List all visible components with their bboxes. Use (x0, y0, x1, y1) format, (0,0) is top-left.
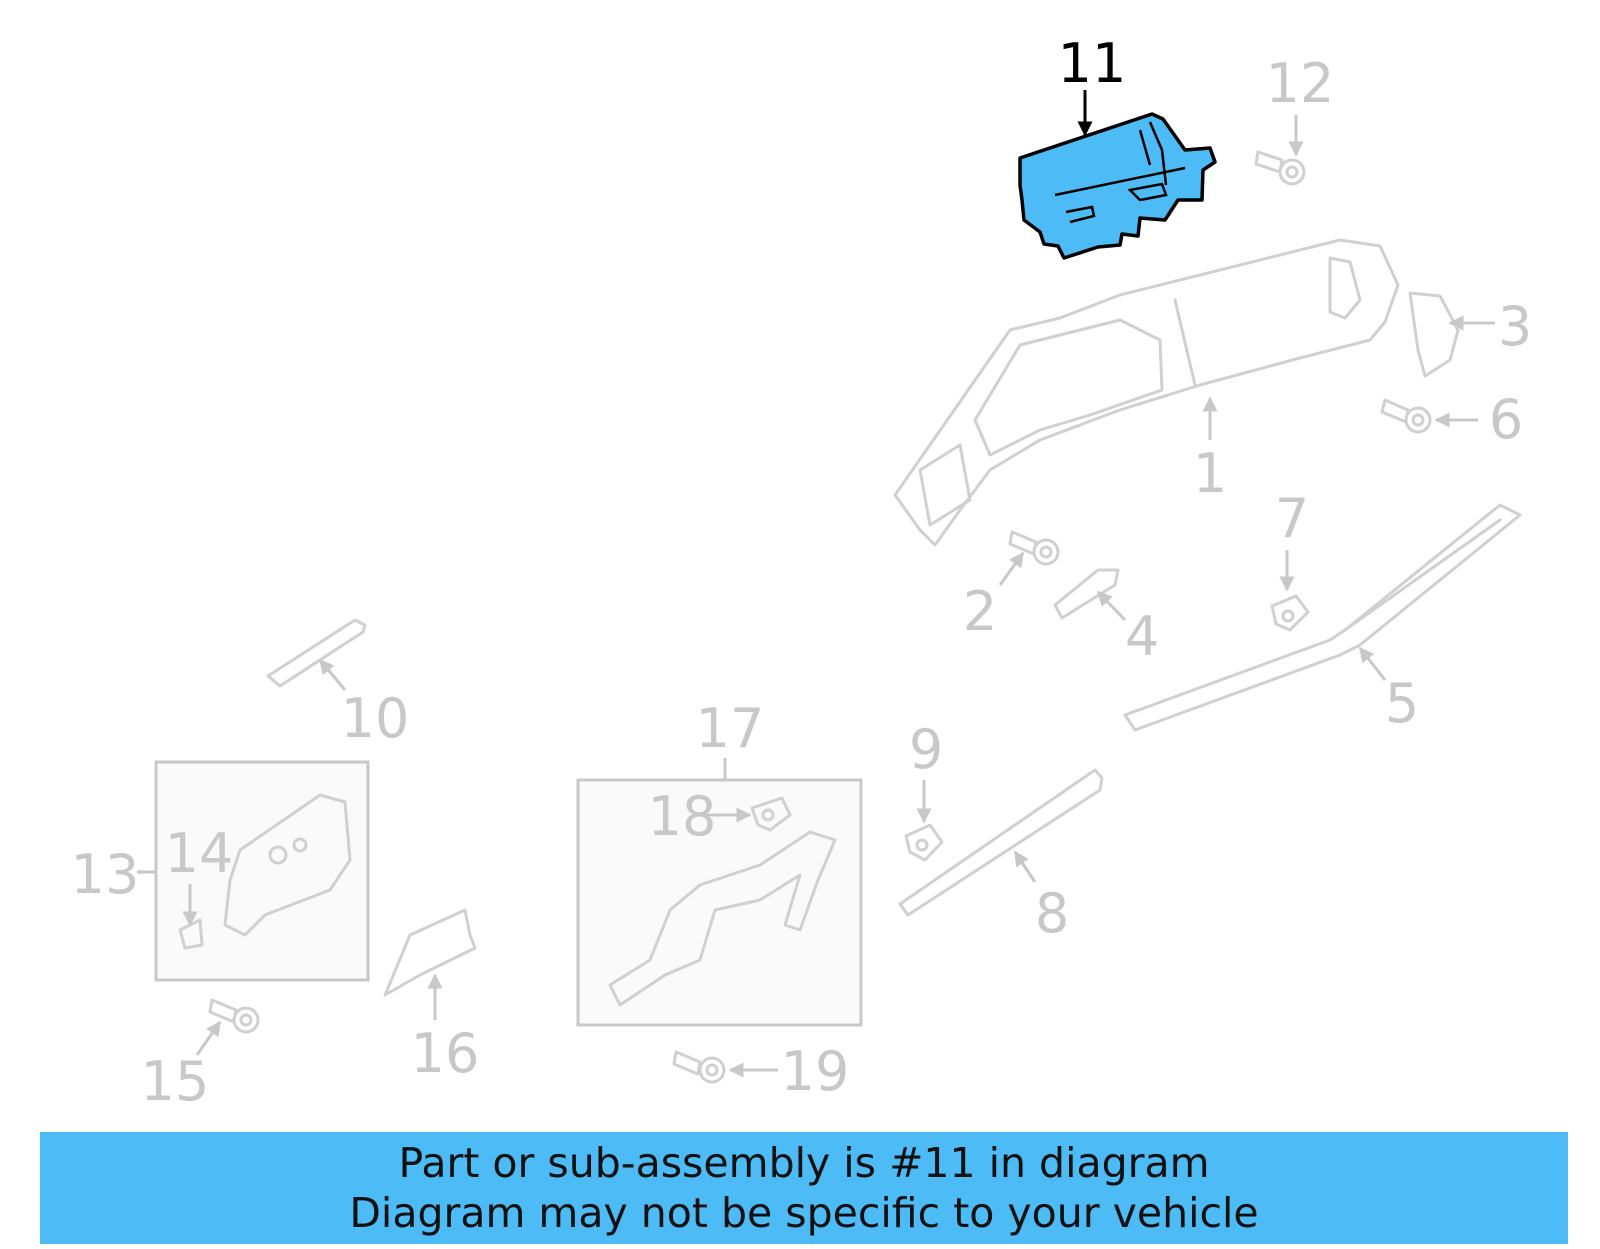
callout-2: 2 (963, 580, 997, 643)
callout-13: 13 (71, 843, 140, 906)
callout-16: 16 (411, 1022, 480, 1085)
part-9-clip[interactable] (904, 823, 944, 862)
part-8-trim-strip[interactable] (898, 768, 1104, 917)
callout-5: 5 (1385, 672, 1419, 735)
part-7-clip[interactable] (1270, 594, 1310, 632)
callout-10: 10 (341, 687, 410, 750)
part-15-screw[interactable] (208, 998, 260, 1034)
callout-7: 7 (1275, 487, 1309, 550)
callout-12: 12 (1266, 52, 1335, 115)
callout-4: 4 (1125, 605, 1159, 668)
callout-19: 19 (781, 1040, 850, 1103)
part-11-detail (1054, 121, 1186, 224)
part-19-screw[interactable] (672, 1050, 726, 1084)
callout-6: 6 (1489, 388, 1523, 451)
banner-line-1: Part or sub-assembly is #11 in diagram (398, 1139, 1210, 1187)
part-11-shape (1018, 112, 1217, 260)
callout-9: 9 (909, 718, 943, 781)
callout-3: 3 (1498, 295, 1532, 358)
callout-14: 14 (165, 822, 234, 885)
banner-line-2: Diagram may not be specific to your vehi… (349, 1189, 1259, 1237)
part-6-screw[interactable] (1380, 398, 1432, 434)
callout-1: 1 (1193, 442, 1227, 505)
part-1-instrument-panel[interactable] (893, 238, 1400, 547)
part-11-highlighted[interactable] (1018, 112, 1217, 260)
part-10-strip[interactable] (266, 618, 367, 688)
part-16-panel[interactable] (383, 908, 477, 997)
callout-8: 8 (1035, 882, 1069, 945)
part-3-trim[interactable] (1408, 291, 1460, 378)
part-17-assembly-box[interactable] (576, 778, 863, 1027)
leader-lines (137, 90, 1495, 1078)
part-4-bracket[interactable] (1053, 568, 1120, 620)
part-12-screw[interactable] (1254, 150, 1306, 186)
callout-18: 18 (648, 785, 717, 848)
callout-15: 15 (141, 1050, 210, 1113)
info-banner: Part or sub-assembly is #11 in diagram D… (40, 1132, 1568, 1244)
part-5-trim-strip[interactable] (1123, 503, 1522, 732)
callout-17: 17 (696, 697, 765, 760)
part-2-screw[interactable] (1008, 530, 1060, 566)
callout-11: 11 (1058, 32, 1127, 95)
